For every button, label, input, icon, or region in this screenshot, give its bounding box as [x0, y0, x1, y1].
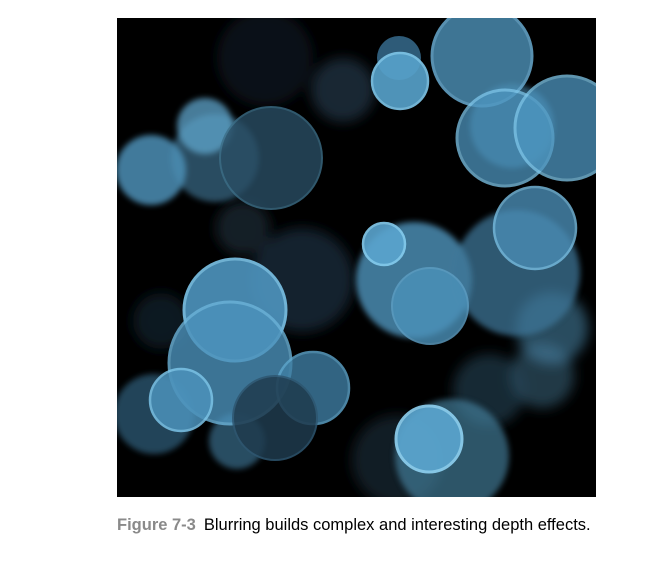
bokeh-circle	[148, 367, 214, 433]
bokeh-circle	[391, 267, 469, 345]
bokeh-circle	[217, 18, 313, 106]
bokeh-circle	[219, 106, 323, 210]
bokeh-circle	[117, 135, 186, 205]
figure-image	[117, 18, 596, 497]
figure-caption-text: Blurring builds complex and interesting …	[203, 516, 591, 534]
bokeh-circle	[370, 51, 430, 111]
figure-label: Figure 7-3	[117, 516, 196, 534]
figure-caption: Figure 7-3 Blurring builds complex and in…	[117, 516, 591, 535]
bokeh-circle	[232, 375, 318, 461]
bokeh-circle	[361, 221, 407, 267]
bokeh-circles-graphic	[117, 18, 596, 497]
bokeh-circle	[216, 201, 270, 255]
bokeh-circle	[177, 98, 233, 154]
bokeh-circle	[394, 404, 464, 474]
bokeh-circle	[513, 74, 596, 182]
bokeh-circle	[492, 185, 578, 271]
bokeh-circle	[311, 58, 375, 122]
